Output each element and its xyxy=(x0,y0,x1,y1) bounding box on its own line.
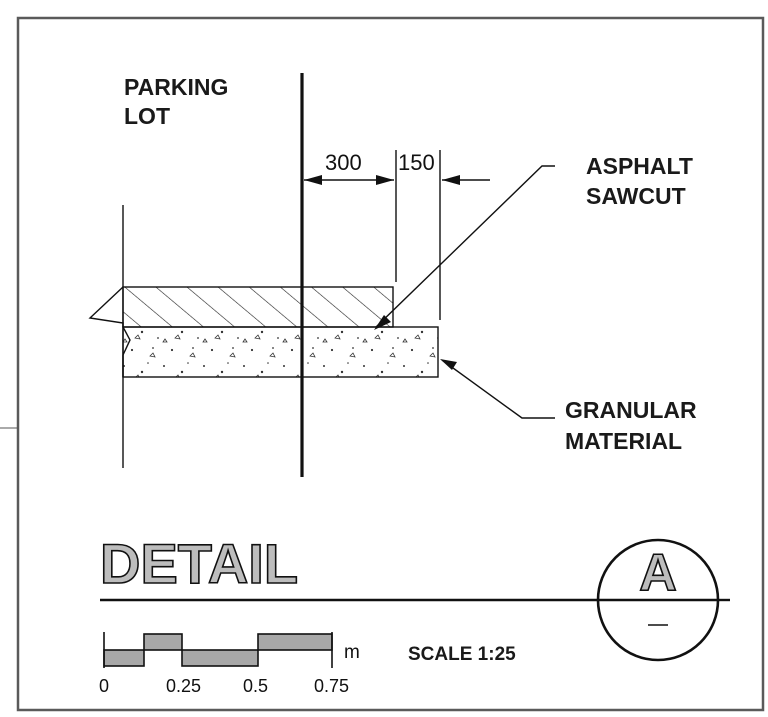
asphalt-sawcut-leader-arrow xyxy=(374,315,391,330)
scale-bar-segment-4 xyxy=(257,633,333,651)
scale-bar-segment-2 xyxy=(143,633,183,651)
asphalt-sawcut-label-line1: ASPHALT xyxy=(586,153,693,179)
detail-title: DETAIL xyxy=(100,532,298,595)
granular-material-label-line2: MATERIAL xyxy=(565,428,682,454)
granular-material-leader xyxy=(441,359,555,419)
scale-bar-tick-label-1: 0.25 xyxy=(166,676,201,696)
dimension-150: 150 xyxy=(398,150,435,175)
asphalt-sawcut-label-line2: SAWCUT xyxy=(586,183,686,209)
dimension-300: 300 xyxy=(325,150,362,175)
granular-material-label-line1: GRANULAR xyxy=(565,397,697,423)
break-line xyxy=(88,286,131,377)
granular-material-leader-arrow xyxy=(440,359,457,370)
scale-bar-tick-label-0: 0 xyxy=(99,676,109,696)
scale-bar-tick-label-2: 0.5 xyxy=(243,676,268,696)
dimension-arrow-300-left xyxy=(304,175,322,185)
parking-lot-label-line1: PARKING xyxy=(124,74,228,100)
scale-bar xyxy=(103,632,333,668)
asphalt-sawcut-leader xyxy=(375,165,555,328)
asphalt-layer xyxy=(122,286,394,328)
dimension-arrow-300-right xyxy=(376,175,394,185)
dimension-arrow-150 xyxy=(442,175,460,185)
scale-text: SCALE 1:25 xyxy=(408,644,516,665)
granular-layer xyxy=(122,326,439,378)
scale-bar-segment-3 xyxy=(181,649,259,667)
scale-bar-tick-label-3: 0.75 xyxy=(314,676,349,696)
scale-bar-unit: m xyxy=(344,642,360,663)
detail-letter: A xyxy=(639,544,677,602)
scale-bar-segment-1 xyxy=(103,649,145,667)
parking-lot-label-line2: LOT xyxy=(124,103,170,129)
